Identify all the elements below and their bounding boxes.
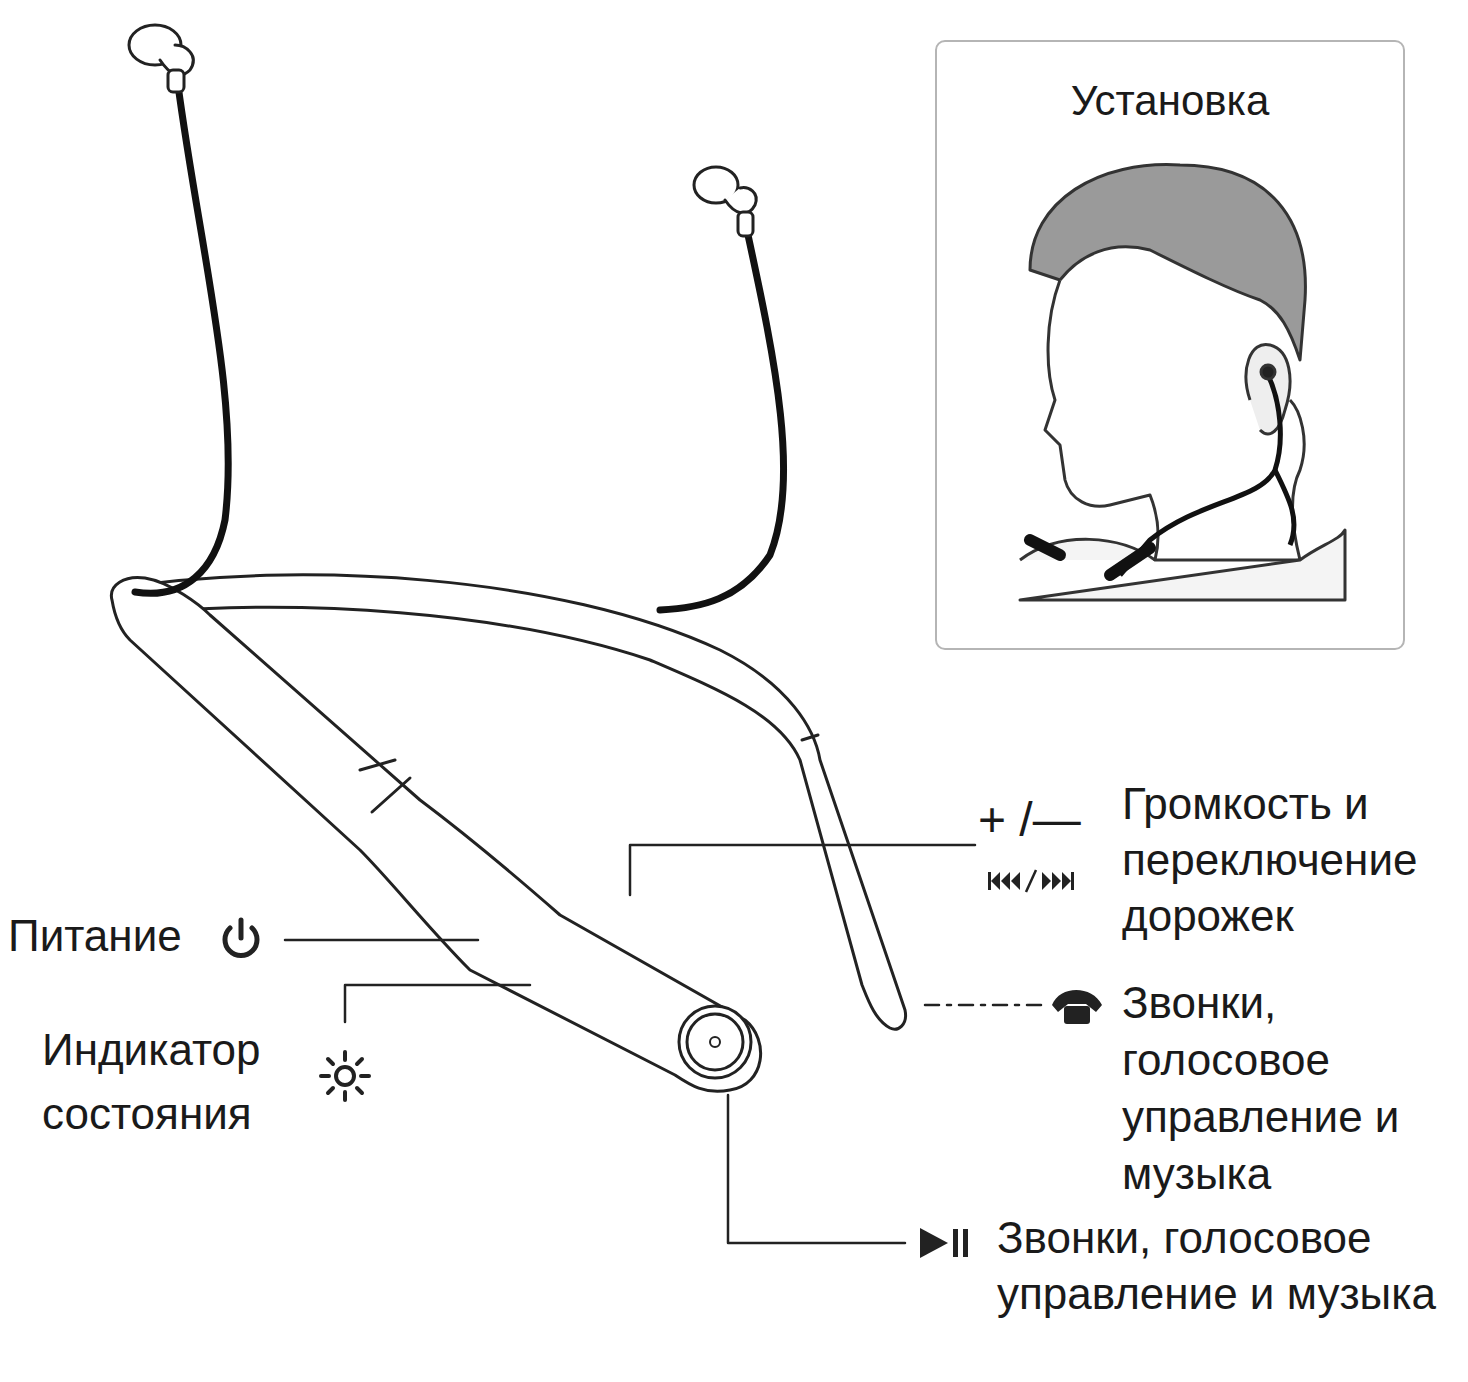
part-label: Индикатор состояния (42, 1018, 312, 1146)
part-label: Звонки, голосовое управление и музыка (1122, 974, 1462, 1202)
panel-heading: Установка (937, 42, 1403, 126)
inset-panel: Установка (935, 40, 1405, 650)
part-label: Громкость и переключение дорожек (1122, 776, 1464, 944)
part-label: Звонки, голосовое управление и музыка (997, 1210, 1455, 1322)
volume-symbol: + /— (978, 790, 1118, 850)
part-label: Питание (8, 908, 208, 964)
